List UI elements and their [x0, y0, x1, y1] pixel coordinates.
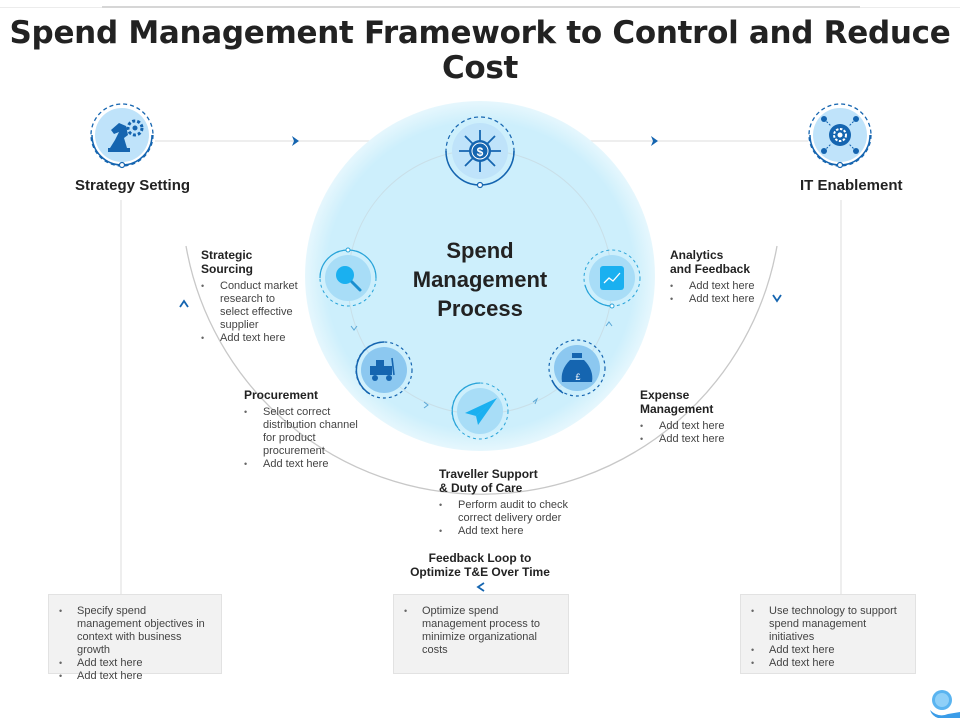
bullet-item: Optimize spend management process to min…: [404, 605, 558, 657]
stage-heading-line: Strategic: [201, 248, 253, 262]
strategy-setting-label: Strategy Setting: [75, 177, 191, 194]
stage-traveller-support: Traveller Support & Duty of Care Perform…: [439, 467, 579, 538]
brand-logo-icon: [930, 690, 960, 718]
stage-heading-line: Management: [640, 402, 714, 416]
strategy-setting-icon: [90, 103, 154, 169]
bullet-item: Use technology to support spend manageme…: [751, 605, 905, 644]
feedback-arc: [185, 245, 778, 495]
arc-arrow-up-icon: [179, 299, 189, 308]
stage-procurement: Procurement Select correct distribution …: [244, 388, 364, 471]
money-bag-pound-icon: £: [548, 339, 606, 397]
bottom-box-feedback: Optimize spend management process to min…: [393, 594, 569, 674]
bullet-item: Add text here: [640, 420, 750, 433]
stage-heading-line: and Feedback: [670, 262, 751, 276]
bullet-item: Conduct market research to select effect…: [201, 280, 301, 332]
stage-strategic-sourcing: Strategic Sourcing Conduct market resear…: [201, 248, 301, 345]
bullet-item: Add text here: [751, 644, 905, 657]
stage-bullets: Add text here Add text here: [640, 420, 750, 446]
stage-bullets: Select correct distribution channel for …: [244, 406, 364, 471]
bullet-item: Add text here: [59, 670, 211, 683]
bullet-item: Add text here: [201, 332, 301, 345]
bullet-item: Add text here: [244, 458, 364, 471]
bottom-box-it: Use technology to support spend manageme…: [740, 594, 916, 674]
arrow-right-icon: [651, 136, 658, 146]
stage-heading: Procurement: [244, 388, 364, 402]
center-title-line: Management: [412, 267, 548, 292]
stage-bullets: Conduct market research to select effect…: [201, 280, 301, 345]
bullet-item: Add text here: [670, 293, 780, 306]
svg-text:$: $: [477, 145, 484, 159]
page-title: Spend Management Framework to Control an…: [0, 16, 960, 86]
bullet-item: Add text here: [751, 657, 905, 670]
stage-heading-line: Sourcing: [201, 262, 254, 276]
stage-analytics-feedback: Analytics and Feedback Add text here Add…: [670, 248, 780, 306]
box-bullets: Optimize spend management process to min…: [404, 605, 558, 657]
stage-heading-line: Expense: [640, 388, 690, 402]
stage-heading: Analytics and Feedback: [670, 248, 780, 276]
magnifier-icon: [319, 247, 377, 307]
trend-chart-icon: [583, 249, 641, 309]
arc-arrow-left-icon: [476, 582, 485, 592]
page-title-text: Spend Management Framework to Control an…: [9, 15, 951, 86]
box-bullets: Use technology to support spend manageme…: [751, 605, 905, 670]
feedback-loop-line: Feedback Loop to: [428, 551, 532, 565]
bullet-item: Add text here: [640, 433, 750, 446]
stage-bullets: Add text here Add text here: [670, 280, 780, 306]
bullet-item: Add text here: [59, 657, 211, 670]
stage-heading-line: & Duty of Care: [439, 481, 523, 495]
stage-heading: Expense Management: [640, 388, 750, 416]
center-title-line: Spend: [446, 238, 514, 263]
arrow-right-icon: [292, 136, 299, 146]
stage-heading-line: Traveller Support: [439, 467, 538, 481]
stage-heading-line: Analytics: [670, 248, 724, 262]
it-enablement-label: IT Enablement: [800, 177, 903, 194]
bottom-box-strategy: Specify spend management objectives in c…: [48, 594, 222, 683]
stage-heading: Strategic Sourcing: [201, 248, 301, 276]
stage-expense-management: Expense Management Add text here Add tex…: [640, 388, 750, 446]
bullet-item: Select correct distribution channel for …: [244, 406, 364, 458]
feedback-loop-label: Feedback Loop to Optimize T&E Over Time: [400, 551, 560, 579]
dollar-arrows-icon: $: [445, 116, 515, 189]
it-enablement-icon: [808, 103, 872, 169]
top-divider: [102, 6, 860, 8]
stage-bullets: Perform audit to check correct delivery …: [439, 499, 579, 538]
feedback-loop-line: Optimize T&E Over Time: [410, 565, 550, 579]
stage-heading: Traveller Support & Duty of Care: [439, 467, 579, 495]
bullet-item: Perform audit to check correct delivery …: [439, 499, 579, 525]
bullet-item: Add text here: [439, 525, 579, 538]
center-title-line: Process: [437, 296, 523, 321]
paper-plane-icon: [451, 382, 509, 440]
stage-heading-line: Procurement: [244, 388, 319, 402]
box-bullets: Specify spend management objectives in c…: [59, 605, 211, 683]
bullet-item: Add text here: [670, 280, 780, 293]
forklift-cart-icon: [355, 341, 413, 399]
center-process-title: Spend Management Process: [380, 236, 580, 323]
bullet-item: Specify spend management objectives in c…: [59, 605, 211, 657]
svg-text:£: £: [575, 372, 580, 382]
